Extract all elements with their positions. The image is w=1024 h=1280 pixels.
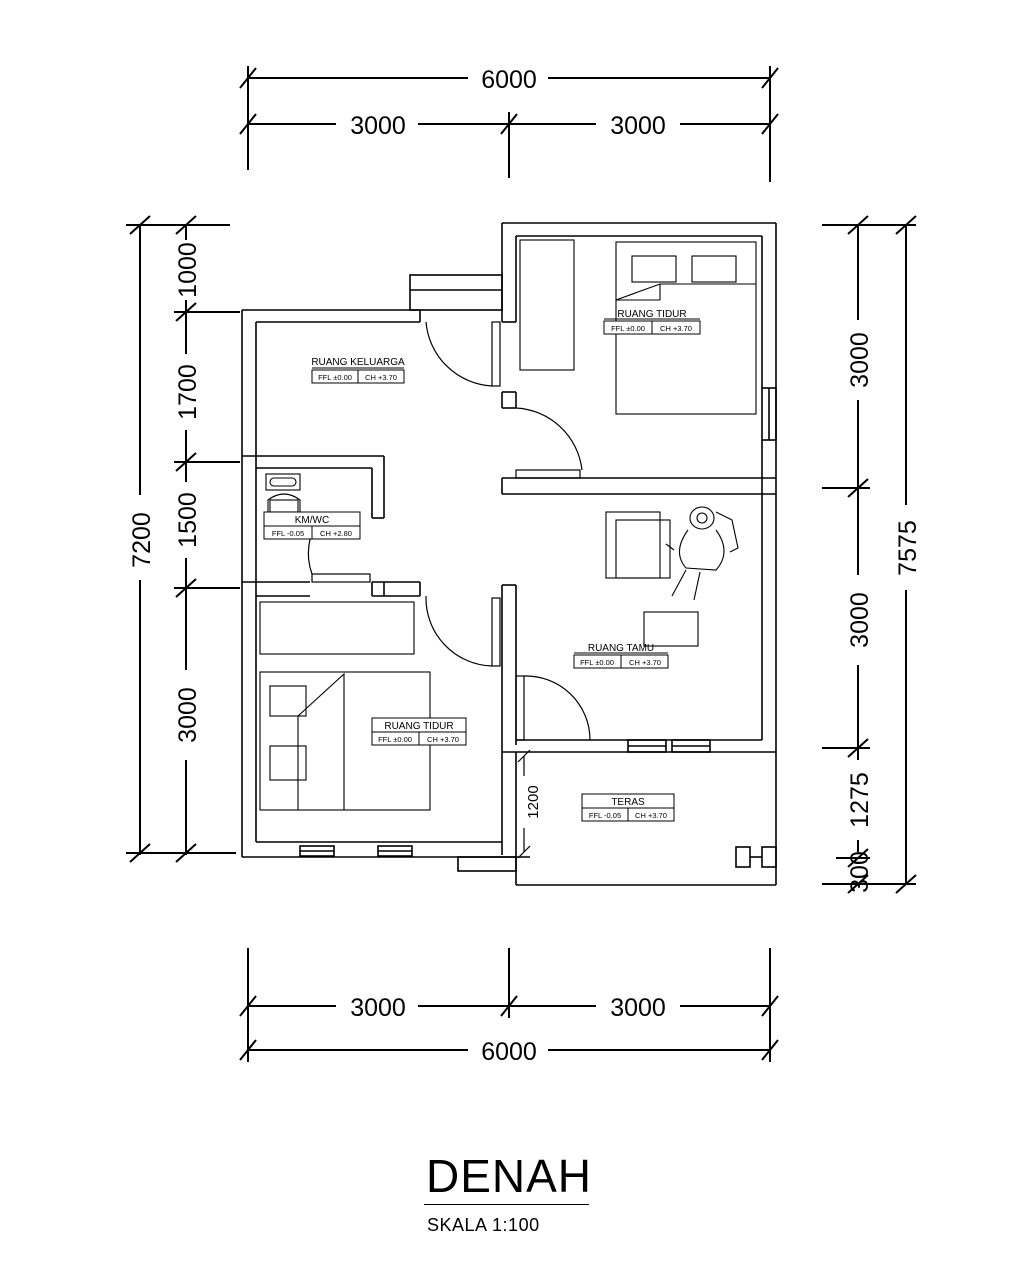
room-ch: CH +3.70 (629, 658, 661, 667)
room-ch: CH +3.70 (427, 735, 459, 744)
wardrobe-icon-2 (259, 601, 415, 655)
dim-left-1000: 1000 (174, 242, 202, 298)
room-tag-terrace: TERAS FFL -0.05 CH +3.70 (581, 793, 675, 822)
sofa-icon (605, 511, 661, 579)
room-ffl: FFL ±0.00 (580, 658, 614, 667)
title-underline (424, 1204, 589, 1205)
room-name: TERAS (611, 797, 645, 808)
toilet-icon (265, 473, 301, 491)
furniture (259, 239, 757, 811)
page-title: DENAH (426, 1150, 593, 1202)
door-bedroom-2 (491, 597, 501, 667)
door-living-terrace (515, 675, 525, 741)
room-ch: CH +3.70 (660, 324, 692, 333)
door-family-bedroom (491, 321, 501, 387)
right-dimensions (822, 215, 917, 894)
walls (241, 222, 777, 886)
room-tag-family: RUANG KELUARGA FFL ±0.00 CH +3.70 (311, 357, 405, 384)
dim-right-3000b: 3000 (846, 592, 874, 648)
room-ffl: FFL ±0.00 (611, 324, 645, 333)
room-ffl: FFL -0.05 (589, 811, 621, 820)
room-ffl: FFL ±0.00 (378, 735, 412, 744)
dim-top-right: 3000 (610, 112, 666, 140)
room-name: RUANG TIDUR (617, 309, 686, 320)
room-name: RUANG TIDUR (384, 721, 453, 732)
room-name: RUANG KELUARGA (311, 357, 405, 368)
room-ch: CH +3.70 (635, 811, 667, 820)
dim-bottom-total: 6000 (481, 1038, 537, 1066)
dim-top-left: 3000 (350, 112, 406, 140)
dim-left-1500: 1500 (174, 492, 202, 548)
dim-left-3000: 3000 (174, 687, 202, 743)
bottom-dimensions (239, 948, 779, 1062)
dim-right-300: 300 (846, 851, 874, 893)
left-dimensions (126, 215, 240, 863)
door-bedroom-1 (515, 469, 581, 479)
door-kmwc (311, 573, 371, 583)
scale-label: SKALA 1:100 (427, 1215, 540, 1235)
room-ch: CH +3.70 (365, 373, 397, 382)
room-tag-kmwc: KM/WC FFL -0.05 CH +2.80 (263, 511, 361, 540)
dim-top-total: 6000 (481, 66, 537, 94)
top-dimensions (239, 66, 779, 182)
floor-plan-drawing: 6000 3000 3000 3000 3000 6000 (126, 66, 922, 1066)
dim-bottom-right: 3000 (610, 994, 666, 1022)
dim-right-3000a: 3000 (846, 332, 874, 388)
dim-porch-1200: 1200 (525, 785, 542, 818)
room-name: KM/WC (295, 515, 329, 526)
dim-left-1700: 1700 (174, 364, 202, 420)
porch-dimension (517, 749, 531, 859)
room-ch: CH +2.80 (320, 529, 352, 538)
room-tag-living: RUANG TAMU FFL ±0.00 CH +3.70 (573, 643, 669, 669)
room-name: RUANG TAMU (588, 643, 654, 654)
room-ffl: FFL ±0.00 (318, 373, 352, 382)
person-icon (665, 506, 739, 601)
dim-left-total: 7200 (128, 512, 156, 568)
table-icon (643, 611, 699, 647)
doors (307, 321, 591, 741)
dim-bottom-left: 3000 (350, 994, 406, 1022)
room-ffl: FFL -0.05 (272, 529, 304, 538)
dim-right-total: 7575 (894, 520, 922, 576)
title-block: DENAH SKALA 1:100 (424, 1148, 594, 1236)
dim-right-1275: 1275 (846, 772, 874, 828)
room-tag-bedroom-1: RUANG TIDUR FFL ±0.00 CH +3.70 (603, 309, 701, 335)
room-tag-bedroom-2: RUANG TIDUR FFL ±0.00 CH +3.70 (371, 717, 467, 746)
wardrobe-icon (519, 239, 575, 371)
